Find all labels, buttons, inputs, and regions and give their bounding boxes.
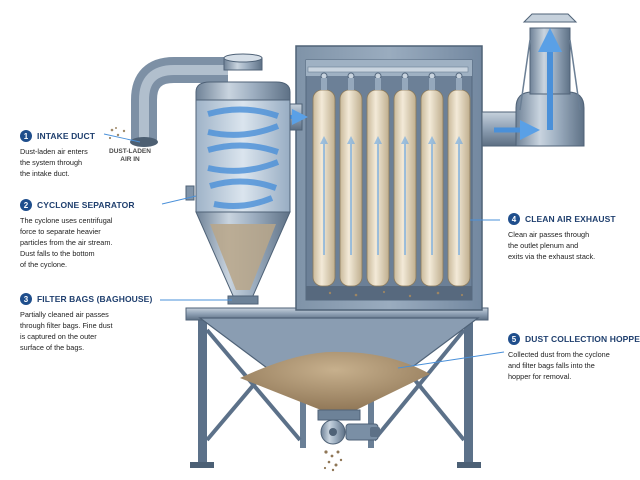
description-line: Dust-laden air enters <box>20 147 88 156</box>
callout-leaders <box>103 133 505 369</box>
callout-number-badge: 5 <box>508 333 520 345</box>
description-line: of the cyclone. <box>20 260 68 269</box>
callout-title: INTAKE DUCT <box>37 131 96 141</box>
description-line: is captured on the outer <box>20 332 97 341</box>
upflow-arrows <box>320 136 463 255</box>
callout-description: Clean air passes through the outlet plen… <box>508 229 636 262</box>
callout-number-badge: 3 <box>20 293 32 305</box>
callout-title: FILTER BAGS (BAGHOUSE) <box>37 294 153 304</box>
description-line: the outlet plenum and <box>508 241 579 250</box>
dust-collection-hopper <box>198 317 480 472</box>
exhaust-stack <box>481 13 585 147</box>
cyclone-vortex-arrows <box>207 106 280 209</box>
callout-description: Collected dust from the cyclone and filt… <box>508 349 636 382</box>
callout-dust-collection-hopper: 5 DUST COLLECTION HOPPER Collected dust … <box>508 333 640 382</box>
description-line: Dust falls to the bottom <box>20 249 95 258</box>
callout-number-badge: 2 <box>20 199 32 211</box>
description-line: The cyclone uses centrifugal <box>20 216 113 225</box>
description-line: force to separate heavier <box>20 227 101 236</box>
description-line: hopper for removal. <box>508 372 572 381</box>
description-line: through filter bags. Fine dust <box>20 321 113 330</box>
cyclone-separator <box>185 53 291 305</box>
inlet-label-line: AIR IN <box>120 156 140 163</box>
description-line: particles from the air stream. <box>20 238 113 247</box>
inlet-label-line: DUST-LADEN <box>109 148 151 155</box>
callout-description: Partially cleaned air passes through fil… <box>20 309 180 353</box>
callout-title: DUST COLLECTION HOPPER <box>525 334 640 344</box>
callout-description: Dust-laden air enters the system through… <box>20 146 180 179</box>
description-line: the intake duct. <box>20 169 70 178</box>
callout-filter-bags: 3 FILTER BAGS (BAGHOUSE) Partially clean… <box>20 293 180 353</box>
callout-title: CYCLONE SEPARATOR <box>37 200 135 210</box>
description-line: Partially cleaned air passes <box>20 310 109 319</box>
description-line: exits via the exhaust stack. <box>508 252 596 261</box>
callout-description: The cyclone uses centrifugal force to se… <box>20 215 180 270</box>
callout-number-badge: 4 <box>508 213 520 225</box>
intake-duct <box>108 57 228 147</box>
description-line: Clean air passes through <box>508 230 590 239</box>
callout-number-badge: 1 <box>20 130 32 142</box>
description-line: Collected dust from the cyclone <box>508 350 610 359</box>
callout-clean-air-exhaust: 4 CLEAN AIR EXHAUST Clean air passes thr… <box>508 213 636 262</box>
callout-cyclone-separator: 2 CYCLONE SEPARATOR The cyclone uses cen… <box>20 199 180 270</box>
filter-bags <box>312 72 471 298</box>
description-line: surface of the bags. <box>20 343 85 352</box>
inlet-label: DUST-LADEN AIR IN <box>108 148 152 164</box>
description-line: and filter bags falls into the <box>508 361 595 370</box>
callout-title: CLEAN AIR EXHAUST <box>525 214 616 224</box>
description-line: the system through <box>20 158 83 167</box>
callout-intake-duct: 1 INTAKE DUCT Dust-laden air enters the … <box>20 130 180 179</box>
